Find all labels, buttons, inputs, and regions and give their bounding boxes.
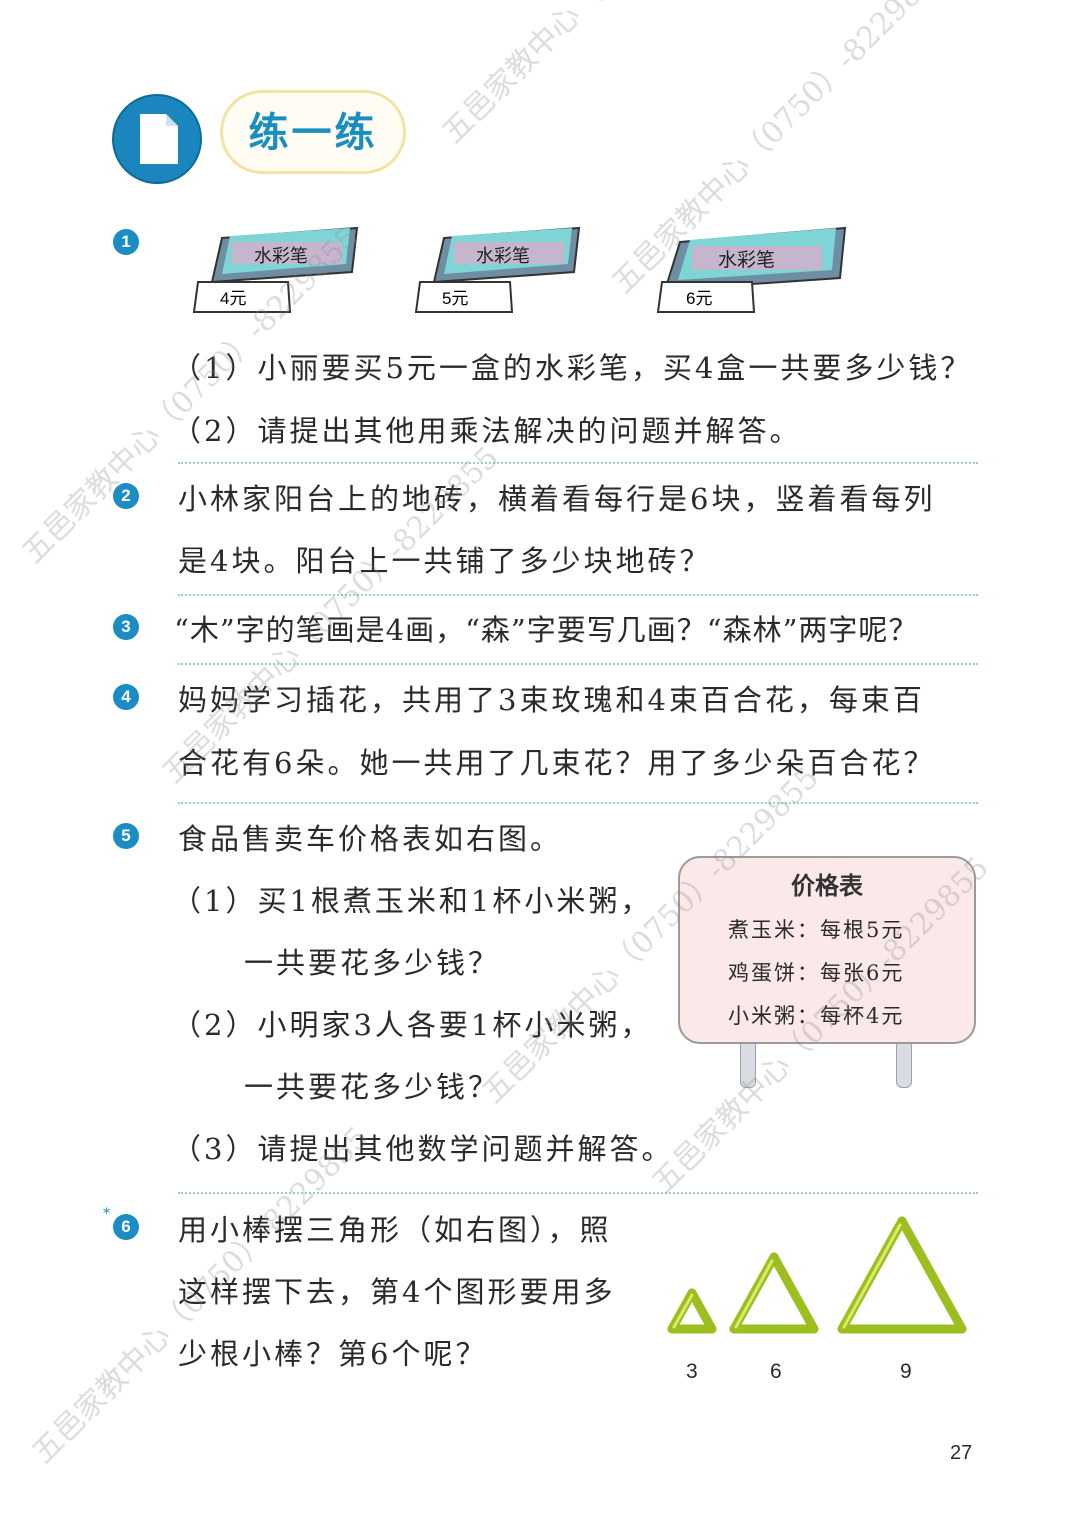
stick — [789, 1288, 819, 1334]
problem-5-question-2: （2）小明家3人各要1杯小米粥， — [172, 1008, 653, 1042]
divider — [178, 594, 978, 596]
problem-5-question-1: （1）买1根煮玉米和1杯小米粥， — [172, 884, 653, 918]
price-board-title: 价格表 — [791, 873, 863, 900]
problem-5-question-2-cont: 一共要花多少钱？ — [244, 1070, 501, 1104]
problem-number-2: 2 — [113, 483, 139, 509]
divider — [178, 663, 978, 665]
stick-triangles-figure — [667, 1216, 967, 1334]
section-title-pill — [220, 90, 406, 174]
problem-6-line-1: 用小棒摆三角形（如右图），照 — [178, 1213, 612, 1247]
pen-box-label: 水彩笔 — [254, 246, 308, 267]
problem-4-line-2: 合花有6朵。她一共用了几束花？用了多少朵百合花？ — [178, 746, 936, 780]
triangle-count-label: 9 — [900, 1360, 912, 1383]
problem-5-intro: 食品售卖车价格表如右图。 — [178, 822, 563, 856]
price-board — [678, 856, 976, 1044]
problem-2-line-2: 是4块。阳台上一共铺了多少块地砖？ — [178, 544, 712, 578]
stick — [937, 1288, 967, 1334]
board-post-left — [740, 1042, 756, 1088]
pen-box-label: 水彩笔 — [718, 249, 775, 271]
divider — [178, 802, 978, 804]
pen-price-tag: 6元 — [686, 289, 712, 308]
watermark: 五邑家教中心（0750）-8229855 — [430, 0, 786, 151]
price-board-row: 鸡蛋饼：每张6元 — [728, 961, 905, 985]
triangle-count-label: 6 — [770, 1360, 782, 1383]
problem-5-question-3: （3）请提出其他数学问题并解答。 — [172, 1132, 674, 1166]
pen-price-tag: 4元 — [220, 289, 246, 308]
optional-star: * — [103, 1206, 110, 1222]
problem-1-question-2: （2）请提出其他用乘法解决的问题并解答。 — [172, 414, 802, 448]
watercolor-pen-box-3: 水彩笔 6元 — [656, 226, 847, 313]
divider — [178, 462, 978, 464]
watercolor-pen-box-1: 水彩笔 4元 — [192, 226, 359, 313]
stick — [917, 1252, 947, 1298]
stick — [687, 1288, 717, 1334]
section-title: 练一练 — [248, 109, 378, 156]
problem-3-line-1: “木”字的笔画是4画，“森”字要写几画？“森林”两字呢？ — [174, 613, 919, 647]
document-icon — [112, 94, 202, 184]
problem-number-4: 4 — [113, 684, 139, 710]
problem-5-question-1-cont: 一共要花多少钱？ — [244, 946, 501, 980]
problem-number-3: 3 — [113, 614, 139, 640]
problem-number-1: 1 — [113, 229, 139, 255]
board-post-right — [896, 1042, 912, 1088]
problem-number-5: 5 — [113, 823, 139, 849]
price-board-row: 煮玉米：每根5元 — [728, 918, 905, 942]
stick — [769, 1252, 799, 1298]
problem-number-6: 6 — [113, 1214, 139, 1240]
stick — [897, 1216, 927, 1262]
divider — [178, 1192, 978, 1194]
problem-6-line-3: 少根小棒？第6个呢？ — [178, 1337, 488, 1371]
price-board-row: 小米粥：每杯4元 — [728, 1004, 905, 1028]
problem-4-line-1: 妈妈学习插花，共用了3束玫瑰和4束百合花，每束百 — [178, 683, 925, 717]
page-number: 27 — [950, 1442, 973, 1464]
problem-1-question-1: （1）小丽要买5元一盒的水彩笔，买4盒一共要多少钱？ — [172, 351, 973, 385]
pen-box-label: 水彩笔 — [476, 246, 530, 267]
pen-price-tag: 5元 — [442, 289, 468, 308]
watercolor-pen-box-2: 水彩笔 5元 — [414, 226, 581, 313]
triangle-count-label: 3 — [686, 1360, 698, 1383]
problem-6-line-2: 这样摆下去，第4个图形要用多 — [178, 1275, 616, 1309]
problem-2-line-1: 小林家阳台上的地砖，横着看每行是6块，竖着看每列 — [178, 482, 936, 516]
